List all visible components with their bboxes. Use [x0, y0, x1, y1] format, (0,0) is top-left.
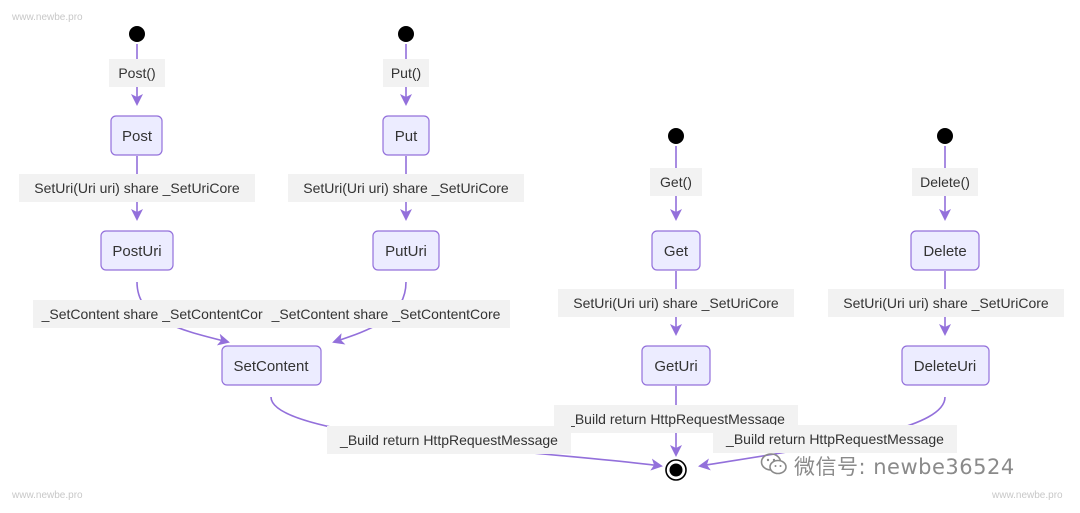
edge-label-delete-seturi: SetUri(Uri uri) share _SetUriCore — [843, 295, 1049, 311]
state-deleteuri: DeleteUri — [901, 345, 990, 386]
wechat-id: 微信号: newbe36524 — [760, 451, 1015, 481]
start-marker-put — [398, 26, 414, 42]
edge-label-get: Get() — [660, 174, 692, 190]
edge-label-put: Put() — [391, 65, 421, 81]
wechat-icon — [760, 452, 788, 481]
state-puturi-label: PutUri — [385, 243, 427, 260]
state-nodes: Post Put PostUri PutUri SetContent Get G… — [100, 115, 990, 386]
edge-label-posturi-setcontent: _SetContent share _SetContentCore — [41, 306, 271, 322]
edge-label-post-seturi: SetUri(Uri uri) share _SetUriCore — [34, 180, 240, 196]
start-marker-delete — [937, 128, 953, 144]
edge-label-delete: Delete() — [920, 174, 970, 190]
state-setcontent-label: SetContent — [233, 358, 309, 375]
state-geturi-label: GetUri — [654, 358, 697, 375]
edge-label-puturi-setcontent: _SetContent share _SetContentCore — [271, 306, 501, 322]
terminal-markers — [129, 26, 953, 481]
state-put: Put — [382, 115, 430, 156]
state-delete: Delete — [910, 230, 980, 271]
watermark-top-left: www.newbe.pro — [12, 12, 83, 23]
start-marker-get — [668, 128, 684, 144]
state-geturi: GetUri — [641, 345, 711, 386]
edge-labels: Post() Put() SetUri(Uri uri) share _SetU… — [19, 59, 1064, 454]
state-deleteuri-label: DeleteUri — [914, 358, 977, 375]
edge-label-setcontent-build: _Build return HttpRequestMessage — [339, 432, 558, 448]
state-get: Get — [651, 230, 701, 271]
state-setcontent: SetContent — [221, 345, 322, 386]
state-posturi: PostUri — [100, 230, 174, 271]
end-marker — [665, 459, 687, 481]
edge-label-geturi-build: _Build return HttpRequestMessage — [566, 411, 785, 427]
wechat-id-text: 微信号: newbe36524 — [794, 455, 1015, 479]
start-marker-post — [129, 26, 145, 42]
state-get-label: Get — [664, 243, 689, 260]
state-puturi: PutUri — [372, 230, 440, 271]
edge-label-get-seturi: SetUri(Uri uri) share _SetUriCore — [573, 295, 779, 311]
state-post: Post — [110, 115, 163, 156]
edges — [131, 44, 951, 471]
state-posturi-label: PostUri — [112, 243, 161, 260]
edge-label-post: Post() — [118, 65, 155, 81]
watermark-bottom-right: www.newbe.pro — [992, 490, 1063, 501]
edge-label-put-seturi: SetUri(Uri uri) share _SetUriCore — [303, 180, 509, 196]
watermark-bottom-left: www.newbe.pro — [12, 490, 83, 501]
state-post-label: Post — [122, 128, 153, 145]
edge-label-deleteuri-build: _Build return HttpRequestMessage — [725, 431, 944, 447]
state-delete-label: Delete — [923, 243, 966, 260]
state-put-label: Put — [395, 128, 418, 145]
